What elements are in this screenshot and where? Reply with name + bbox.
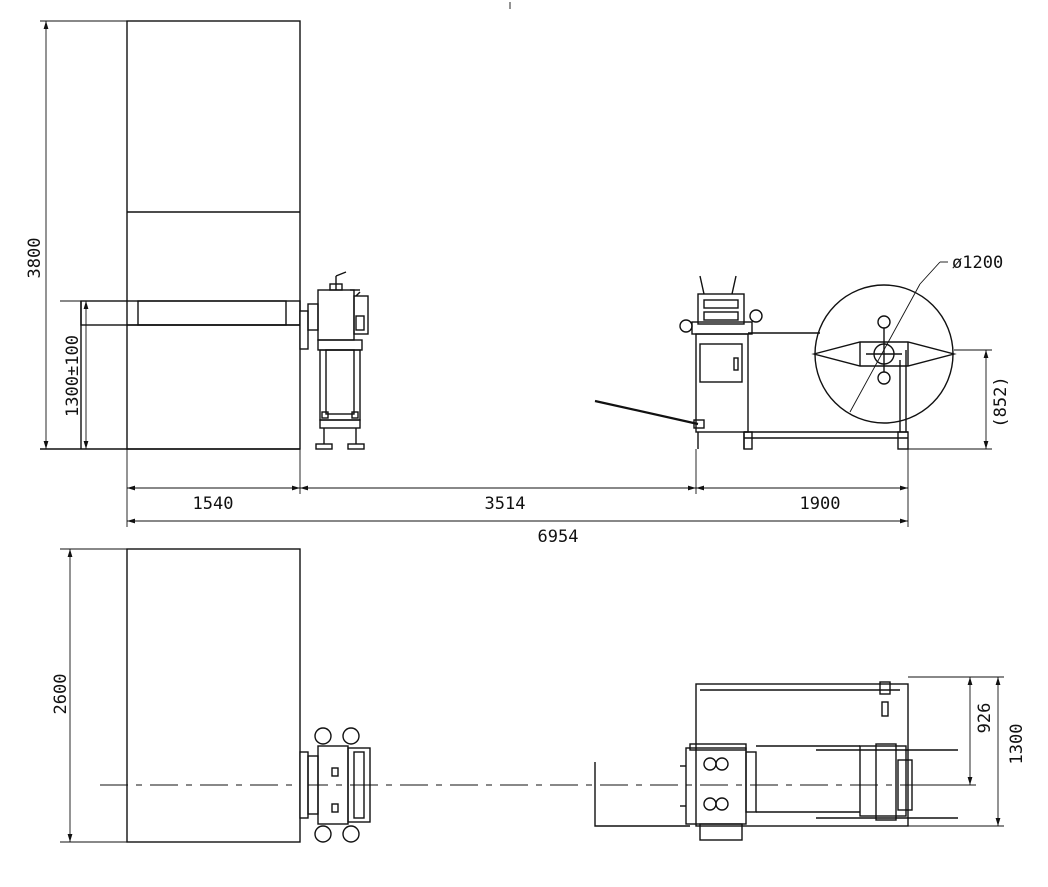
- press-depth-label: 2600: [51, 674, 71, 715]
- side-view: 3800 1300±100 (852) ø1200 1540 351: [25, 2, 1011, 547]
- dim-feed-height: 1300±100: [63, 301, 89, 449]
- straightener-to-uncoiler-label: 1900: [800, 494, 841, 514]
- feeder-top: [299, 727, 371, 843]
- press-to-feeder-label: 1540: [193, 494, 234, 514]
- uncoiler-top: [695, 681, 958, 827]
- coil-diameter-label: ø1200: [952, 253, 1003, 273]
- feed-height-label: 1300±100: [63, 335, 83, 417]
- uncoiler-outer-width-label: 1300: [1007, 724, 1027, 765]
- coil-center-label: (852): [991, 376, 1011, 427]
- dim-uncoiler-width: 926 1300: [908, 676, 1027, 827]
- press-side: [40, 20, 301, 450]
- dim-horizontal: 1540 3514 1900 6954: [126, 449, 909, 547]
- uncoiler-side: [743, 261, 957, 450]
- overall-length-label: 6954: [538, 527, 579, 547]
- feeder-side: [299, 271, 369, 450]
- dim-coil-center: (852): [908, 349, 1011, 450]
- straightener-side: [594, 275, 763, 449]
- top-view: 2600: [51, 548, 1027, 843]
- dim-press-height: 3800: [25, 21, 49, 449]
- uncoiler-inner-width-label: 926: [975, 703, 995, 734]
- feeder-to-straightener-label: 3514: [485, 494, 526, 514]
- straightener-top: [594, 743, 757, 841]
- press-height-label: 3800: [25, 238, 45, 279]
- press-top: 2600: [51, 548, 301, 843]
